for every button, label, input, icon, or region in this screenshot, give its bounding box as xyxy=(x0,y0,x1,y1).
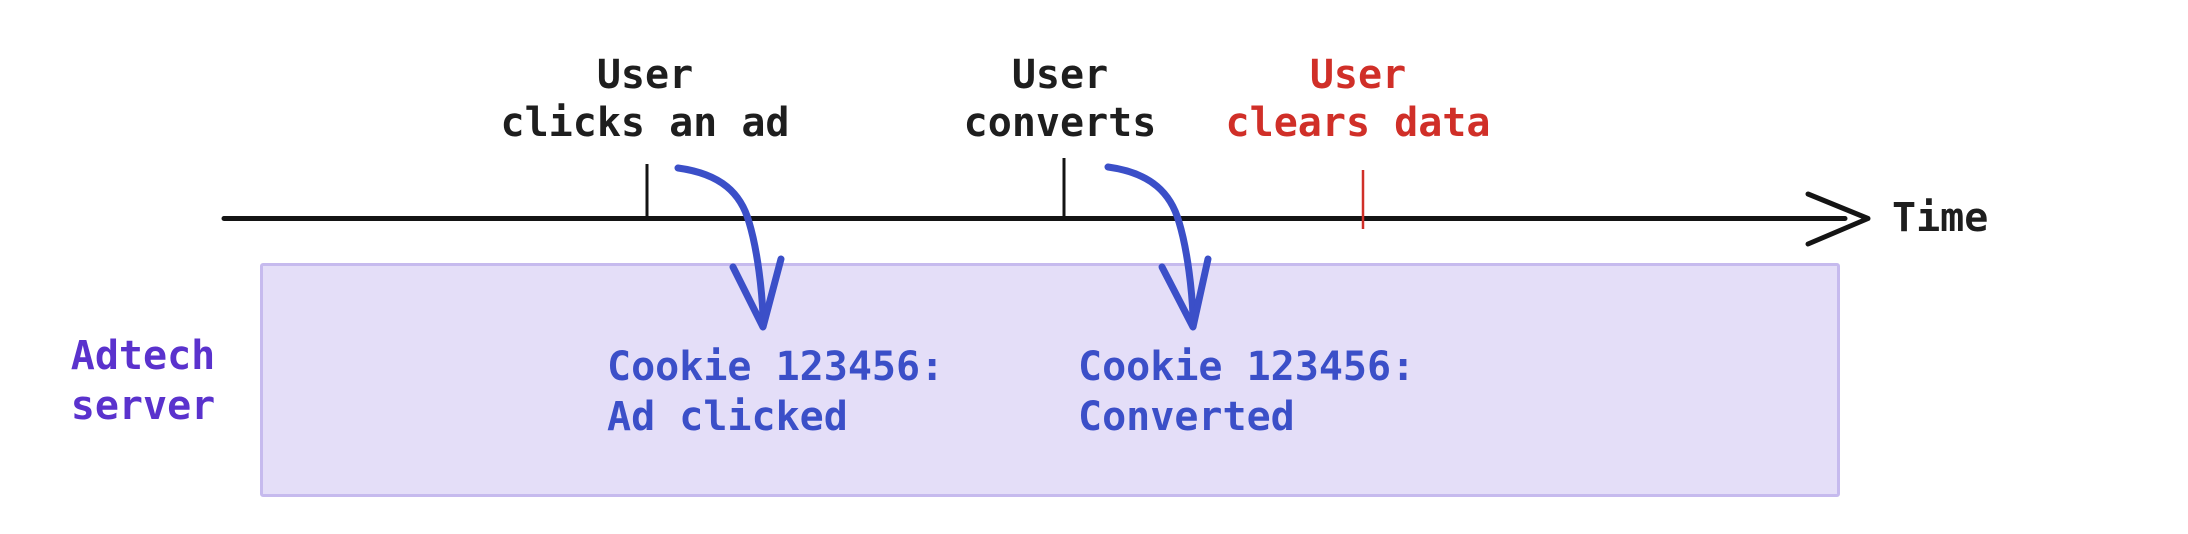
cookie-record-converted: Cookie 123456: Converted xyxy=(1078,344,1416,440)
event-label-ad-click: User clicks an ad xyxy=(500,52,790,146)
cookie-write-arrow-ad-click xyxy=(674,164,767,320)
time-axis-label: Time xyxy=(1892,195,1989,241)
cookie-write-arrowhead-ad-click-icon xyxy=(729,255,785,331)
cookie-write-arrow-conversion xyxy=(1104,163,1197,320)
cookie-record-ad-clicked: Cookie 123456: Ad clicked xyxy=(607,344,945,440)
event-label-data-clear: User clears data xyxy=(1225,52,1491,146)
event-label-conversion: User converts xyxy=(963,52,1157,146)
adtech-server-label: Adtech server xyxy=(70,333,216,429)
adtech-server-box xyxy=(260,263,1840,497)
cookie-write-arrowhead-conversion-icon xyxy=(1158,255,1212,331)
time-axis-arrowhead-icon xyxy=(1805,191,1871,247)
